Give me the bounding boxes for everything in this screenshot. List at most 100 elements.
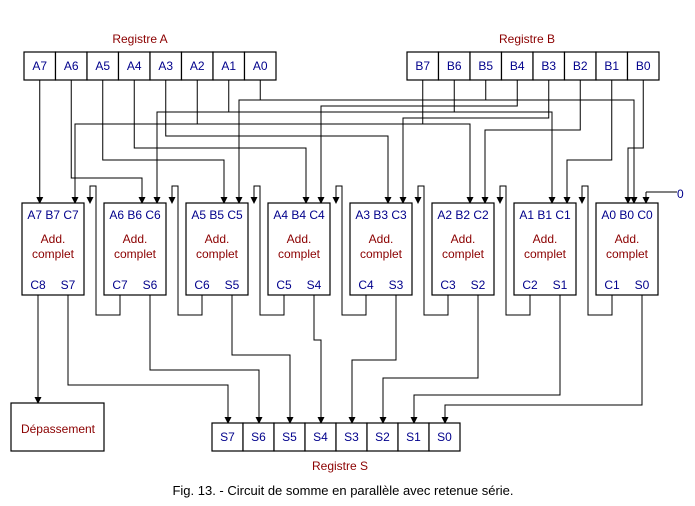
wire-sum-to-register [348,295,397,424]
adder-carry-out-label: C8 [30,278,46,292]
wire-sum-to-register [67,295,232,424]
register-b-label: B5 [478,59,493,73]
wire-a-to-adder [165,80,392,204]
register-a-cell [212,51,246,81]
register-s-cell [304,422,337,452]
overflow-label: Dépassement [21,422,96,436]
adder-name-line1: Add. [451,232,476,246]
register-a-cell [149,51,183,81]
adder-name-line2: complet [32,247,75,261]
register-s-cell [273,422,306,452]
adder-name-line1: Add. [287,232,312,246]
register-b-cell [500,51,534,81]
adder-sum-label: S3 [389,278,404,292]
adder-name-line2: complet [606,247,649,261]
wire-sum-to-register [231,295,294,424]
adder-sum-label: S5 [225,278,240,292]
adder-name-line1: Add. [205,232,230,246]
wire-a-to-adder [133,80,310,204]
adder-inputs-label: A6 B6 C6 [109,208,161,222]
register-a-label: A7 [32,59,47,73]
adder-sum-label: S1 [553,278,568,292]
adder-name-line1: Add. [615,232,640,246]
wire-carry-chain [86,185,121,316]
adder-sum-label: S7 [61,278,76,292]
adder-inputs-label: A5 B5 C5 [191,208,243,222]
register-s-cell [211,422,244,452]
adder-name-line1: Add. [41,232,66,246]
wire-sum-to-register [410,295,561,424]
register-s-label: S4 [313,430,328,444]
full-adder-box [185,202,249,296]
register-b-label: B4 [510,59,525,73]
wire-sum-to-register [149,295,263,424]
wire-carry-chain [496,185,531,316]
register-b-label: B0 [636,59,651,73]
register-b-label: B7 [415,59,430,73]
register-s-cell [335,422,368,452]
register-s-label: S0 [437,430,452,444]
register-b-cell [563,51,597,81]
adder-sum-label: S0 [635,278,650,292]
overflow-box [10,402,105,452]
adder-inputs-label: A4 B4 C4 [273,208,325,222]
register-a-label: A4 [127,59,142,73]
register-s-title: Registre S [312,459,368,473]
wire-a-to-adder [196,80,474,204]
wire-a-to-adder [228,80,556,204]
wire-sum-to-register [313,295,325,424]
wire-b-to-adder [235,80,487,204]
wire-b-to-adder [624,80,644,204]
wiring [34,80,677,424]
wire-sum-to-register [441,295,643,424]
adder-carry-out-label: C6 [194,278,210,292]
register-b-cell [437,51,471,81]
register-a-label: A6 [64,59,79,73]
wire-carry-chain [578,185,613,316]
full-adder-box [103,202,167,296]
wire-a-to-adder [259,80,638,204]
register-a-title: Registre A [112,32,167,46]
wire-a-to-adder [70,80,146,204]
register-b-cell [406,51,440,81]
adder-name-line1: Add. [533,232,558,246]
register-s-label: S7 [220,430,235,444]
register-b-cell [626,51,660,81]
figure-caption: Fig. 13. - Circuit de somme en parallèle… [172,483,513,498]
register-a-label: A3 [158,59,173,73]
wire-sum-to-register [379,295,479,424]
full-adder-box [349,202,413,296]
register-s-cell [397,422,430,452]
register-b-label: B6 [447,59,462,73]
adder-name-line2: complet [278,247,321,261]
adder-inputs-label: A7 B7 C7 [27,208,79,222]
adder-carry-out-label: C5 [276,278,292,292]
wire-carry-chain [168,185,203,316]
adder-name-line1: Add. [123,232,148,246]
full-adder-box [21,202,85,296]
adder-name-line1: Add. [369,232,394,246]
register-b-label: B1 [604,59,619,73]
register-a-cell [180,51,214,81]
register-b-cell [469,51,503,81]
register-b-label: B3 [541,59,556,73]
carry-in-value: 0 [677,187,684,201]
adder-name-line2: complet [114,247,157,261]
register-s-cell [428,422,461,452]
wire-b-to-adder [399,80,550,204]
wire-b-to-adder [71,80,424,204]
register-a-label: A1 [221,59,236,73]
wire-carry-chain [332,185,367,316]
register-s-label: S3 [344,430,359,444]
register-s-label: S1 [406,430,421,444]
adder-sum-label: S2 [471,278,486,292]
wire-b-to-adder [481,80,581,204]
adder-carry-out-label: C2 [522,278,538,292]
register-b-title: Registre B [499,32,555,46]
adder-sum-label: S6 [143,278,158,292]
register-s-label: S6 [251,430,266,444]
register-a-cell [23,51,57,81]
wire-a-to-adder [102,80,228,204]
